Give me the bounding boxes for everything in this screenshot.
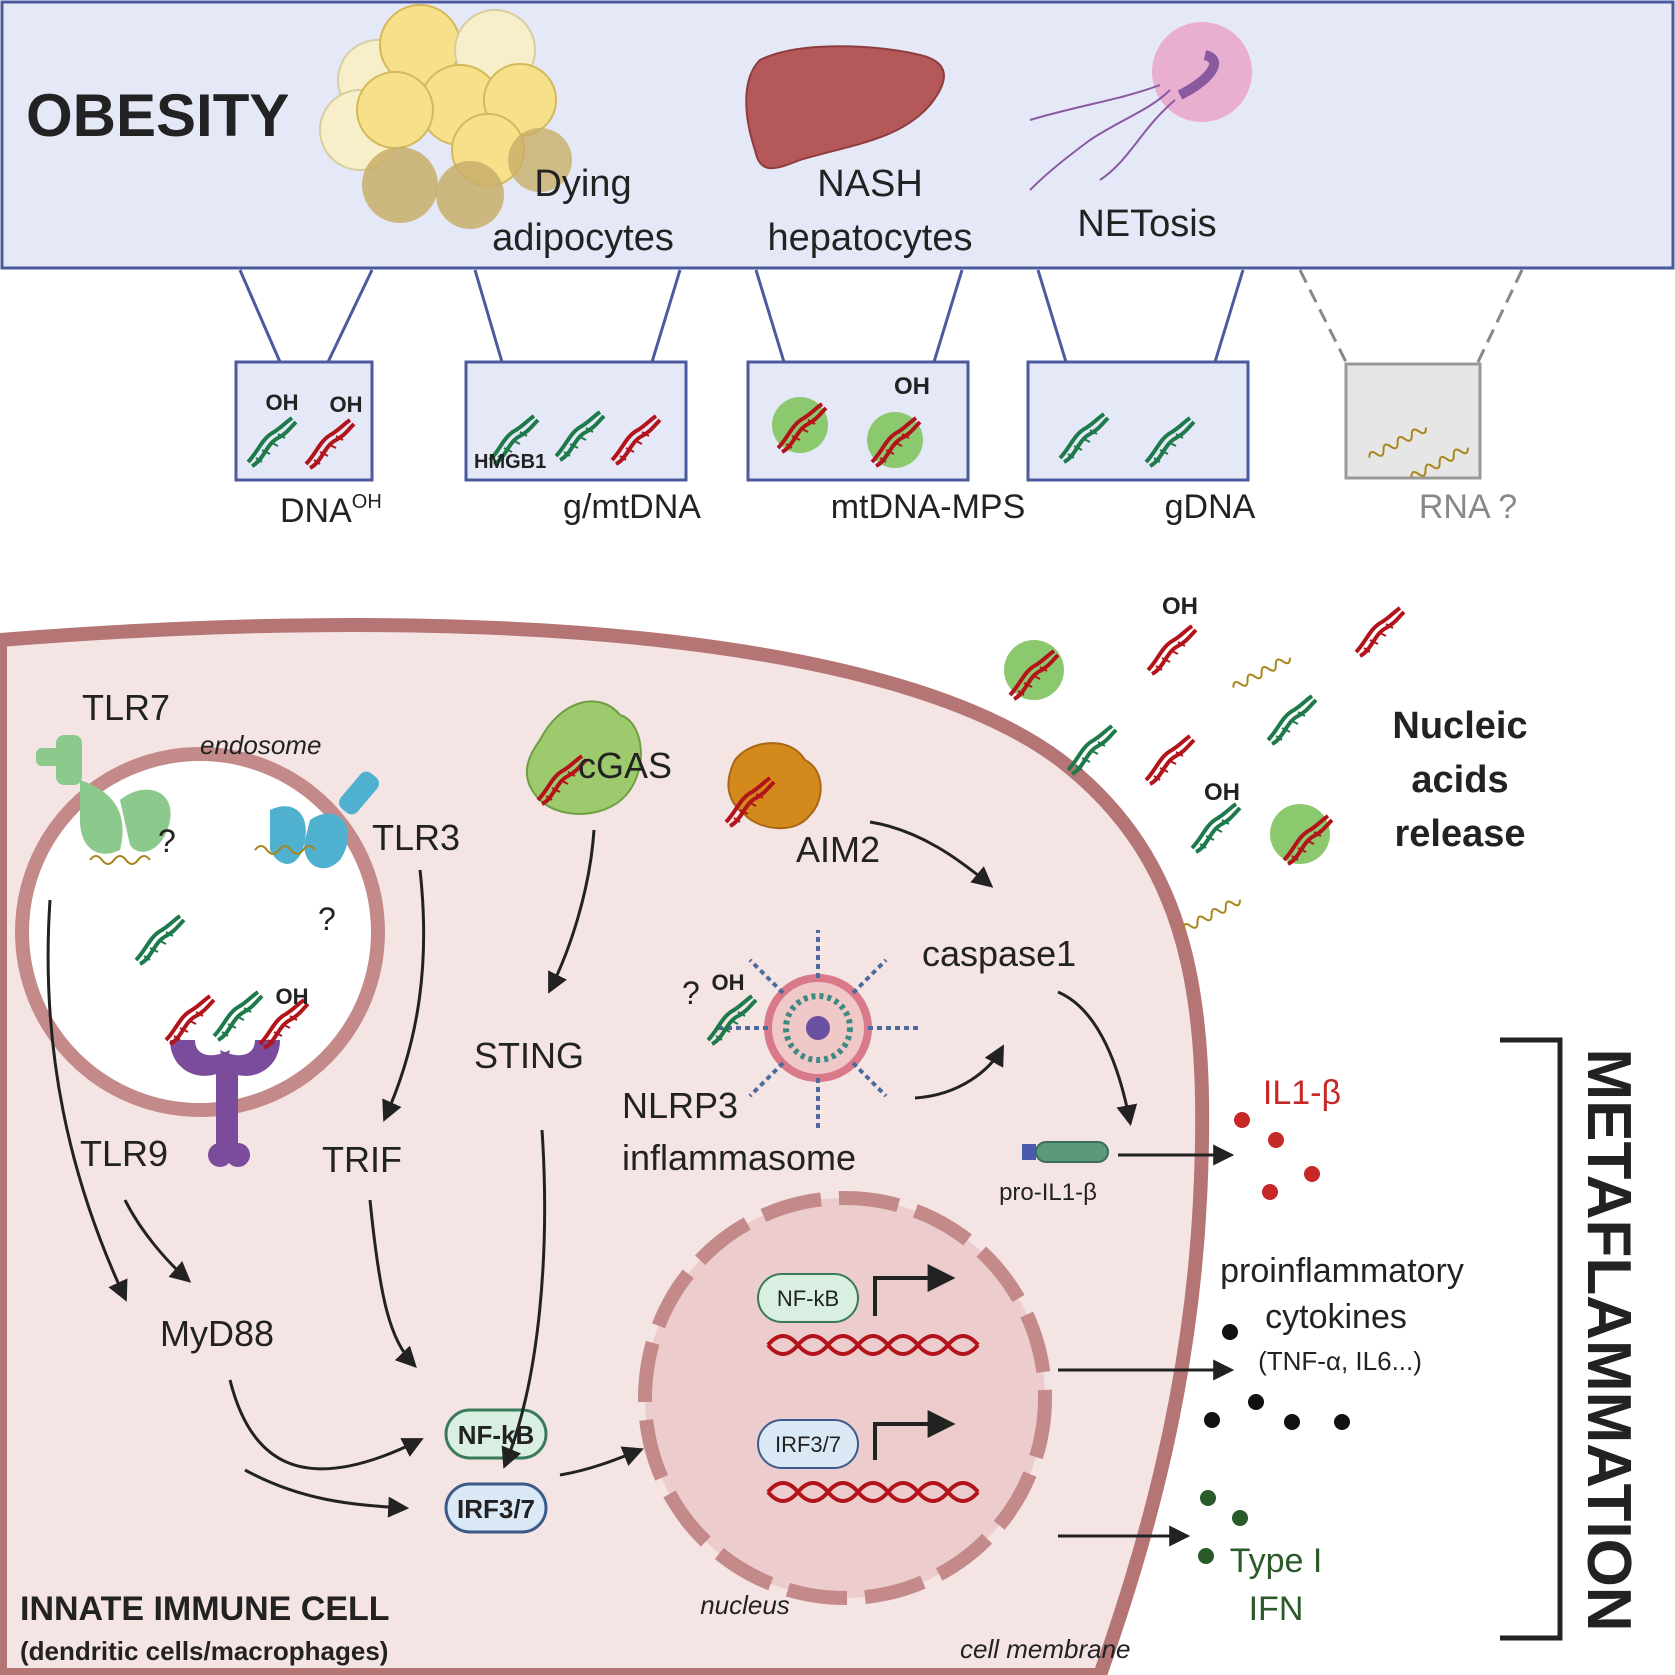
il1b-label: IL1-β bbox=[1263, 1074, 1341, 1112]
liver-illustration bbox=[745, 45, 945, 170]
pro-il1b-protein bbox=[1022, 1144, 1036, 1160]
transcription-arrow bbox=[873, 1410, 956, 1460]
adipocyte-illustration bbox=[319, 4, 572, 229]
transcription-arrow bbox=[873, 1264, 956, 1316]
box-g-mtdna: HMGB1 bbox=[464, 360, 688, 482]
pathway-arrows bbox=[46, 820, 1235, 1547]
nucleus-nfkb-label: NF-kB bbox=[777, 1286, 839, 1311]
oh-mark: OH bbox=[330, 392, 363, 417]
gene-dna bbox=[766, 1481, 980, 1503]
question-mark: ? bbox=[318, 901, 336, 937]
cytokines-line1: proinflammatory bbox=[1220, 1252, 1464, 1290]
cgas-protein bbox=[525, 700, 642, 815]
metaflammation-bracket bbox=[1500, 1037, 1563, 1641]
endosome-label: endosome bbox=[200, 730, 321, 760]
connector-lines bbox=[238, 269, 1245, 363]
cgas-label: cGAS bbox=[578, 745, 672, 786]
rna-connector bbox=[1298, 269, 1524, 363]
caspase1-label: caspase1 bbox=[922, 933, 1076, 974]
box-label-dna-oh: DNAOH bbox=[280, 491, 382, 530]
oh-mark: OH bbox=[266, 390, 299, 415]
irf-factor bbox=[444, 1482, 548, 1534]
gene-dna bbox=[766, 1334, 980, 1356]
ifn-line1: Type I bbox=[1230, 1542, 1323, 1580]
hmgb1-mark: HMGB1 bbox=[474, 451, 546, 473]
nlrp3-inflammasome-illustration bbox=[718, 930, 920, 1128]
myd88-label: MyD88 bbox=[160, 1313, 274, 1354]
obesity-title: OBESITY bbox=[26, 82, 289, 149]
oh-mark: OH bbox=[1162, 593, 1198, 620]
cell-subtitle: (dendritic cells/macrophages) bbox=[20, 1636, 388, 1666]
box-dna-oh: OH OH bbox=[234, 360, 374, 482]
nucleus-irf-label: IRF3/7 bbox=[775, 1432, 841, 1457]
oh-mark: OH bbox=[894, 373, 930, 400]
pro-il1b-label: pro-IL1-β bbox=[999, 1179, 1097, 1206]
nucleus-irf bbox=[757, 1419, 859, 1469]
box-label-g-mtdna: g/mtDNA bbox=[563, 488, 701, 526]
cytokine-dots bbox=[1204, 1324, 1350, 1430]
release-line1: Nucleic bbox=[1392, 705, 1527, 747]
aim2-label: AIM2 bbox=[796, 829, 880, 870]
oh-mark: OH bbox=[276, 984, 309, 1009]
cell-title: INNATE IMMUNE CELL bbox=[20, 1590, 390, 1628]
nucleus-nfkb bbox=[757, 1273, 859, 1323]
source-2-line2: hepatocytes bbox=[768, 217, 973, 259]
box-label-rna: RNA ? bbox=[1419, 488, 1517, 526]
metaflammation-label: METAFLAMMATION bbox=[1574, 1048, 1643, 1631]
tlr3-receptor bbox=[254, 771, 379, 869]
box-label-gdna: gDNA bbox=[1165, 488, 1256, 526]
aim2-protein bbox=[727, 742, 822, 830]
box-label-mtdna-mps: mtDNA-MPS bbox=[831, 488, 1026, 526]
oh-mark: OH bbox=[1204, 779, 1240, 806]
release-line3: release bbox=[1394, 813, 1525, 855]
tlr3-label: TLR3 bbox=[372, 817, 460, 858]
oh-mark: OH bbox=[712, 970, 745, 995]
ifn-line2: IFN bbox=[1249, 1590, 1304, 1628]
trif-label: TRIF bbox=[322, 1139, 402, 1180]
inflammasome-label: inflammasome bbox=[622, 1137, 856, 1178]
irf-factor-label: IRF3/7 bbox=[457, 1494, 535, 1524]
neutrophil-illustration bbox=[1029, 22, 1252, 191]
release-line2: acids bbox=[1411, 759, 1508, 801]
question-mark: ? bbox=[158, 823, 176, 859]
pro-il1b-protein bbox=[1035, 1141, 1109, 1163]
cell-membrane-label: cell membrane bbox=[960, 1634, 1131, 1664]
nucleus bbox=[638, 1191, 1052, 1605]
question-mark: ? bbox=[682, 975, 700, 1011]
ifn-dots bbox=[1198, 1490, 1248, 1564]
box-mtdna-mps: OH bbox=[746, 360, 970, 482]
box-gdna bbox=[1026, 360, 1250, 482]
nlrp3-label: NLRP3 bbox=[622, 1085, 738, 1126]
cytokines-line3: (TNF-α, IL6...) bbox=[1258, 1346, 1422, 1376]
source-3-line1: NETosis bbox=[1077, 203, 1216, 245]
tlr7-label: TLR7 bbox=[82, 687, 170, 728]
tlr9-label: TLR9 bbox=[80, 1133, 168, 1174]
cytokines-line2: cytokines bbox=[1265, 1298, 1407, 1336]
released-nucleic-acids bbox=[1004, 606, 1406, 935]
nucleus-label: nucleus bbox=[700, 1590, 790, 1620]
nfkb-factor-label: NF-kB bbox=[458, 1420, 535, 1450]
sting-label: STING bbox=[474, 1035, 584, 1076]
il1b-dots bbox=[1234, 1112, 1320, 1200]
tlr7-receptor bbox=[36, 735, 171, 865]
box-rna bbox=[1344, 362, 1482, 483]
source-1-line1: Dying bbox=[534, 163, 631, 205]
source-1-line2: adipocytes bbox=[492, 217, 674, 259]
source-2-line1: NASH bbox=[817, 163, 923, 205]
